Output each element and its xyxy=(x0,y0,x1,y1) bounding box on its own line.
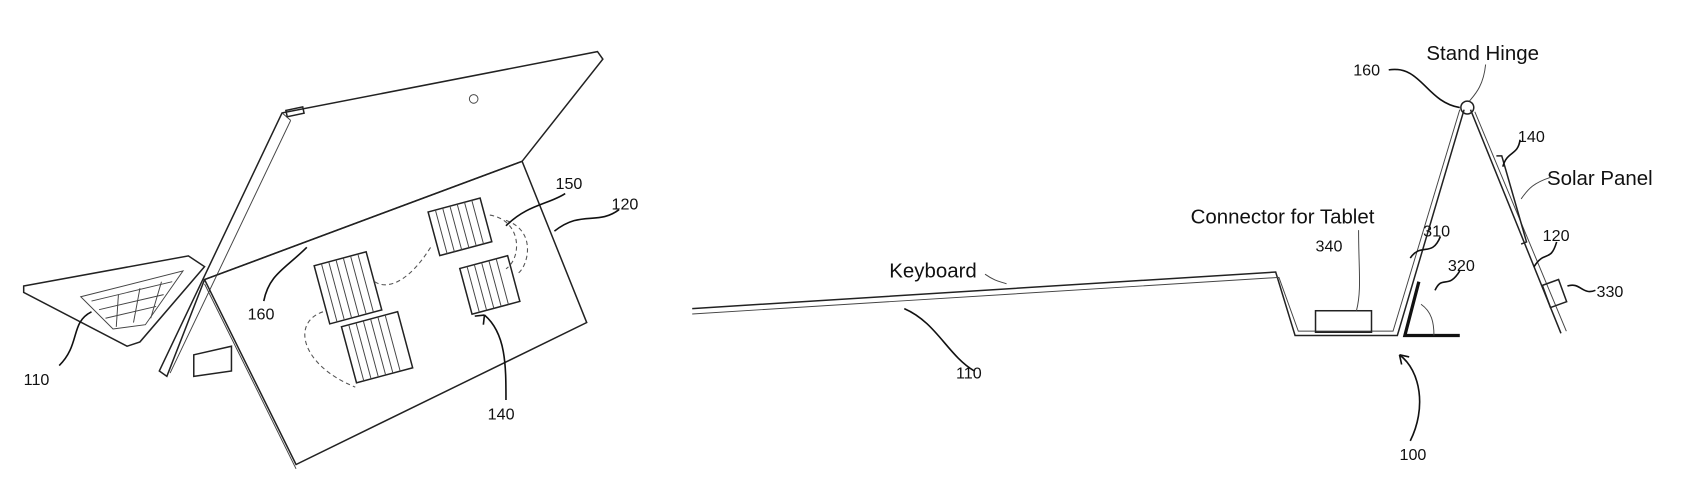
ref-150: 150 xyxy=(555,175,582,193)
ref-320: 320 xyxy=(1448,257,1475,275)
ref-110: 110 xyxy=(24,371,50,389)
kickstand-panel xyxy=(193,160,588,470)
tablet-screen xyxy=(158,50,604,378)
label-keyboard: Keyboard xyxy=(889,259,977,282)
ref-160-side: 160 xyxy=(1353,61,1380,79)
ref-340: 340 xyxy=(1316,238,1343,256)
side-view: Keyboard Connector for Tablet Stand Hing… xyxy=(474,42,1653,464)
ref-140: 140 xyxy=(488,405,515,423)
leader-lines-right xyxy=(474,64,1596,442)
ref-100: 100 xyxy=(1399,446,1426,464)
ref-330: 330 xyxy=(1596,283,1623,301)
ref-120-side: 120 xyxy=(1543,227,1570,245)
angle-bracket xyxy=(1402,281,1460,338)
solar-panel-strip xyxy=(1496,155,1528,245)
side-profile xyxy=(692,100,1568,338)
label-solar-panel: Solar Panel xyxy=(1547,167,1653,190)
box-330 xyxy=(1541,278,1568,309)
connector-box xyxy=(1314,309,1373,333)
label-stand-hinge: Stand Hinge xyxy=(1426,42,1539,65)
solar-cells xyxy=(304,197,529,388)
ref-310: 310 xyxy=(1423,223,1450,241)
leader-lines xyxy=(58,192,620,400)
hinge-circle xyxy=(1460,100,1475,115)
perspective-view: 150 120 160 110 140 xyxy=(22,50,638,470)
ref-110-side: 110 xyxy=(956,364,982,382)
keyboard-drawing xyxy=(22,255,206,348)
ref-140-side: 140 xyxy=(1518,128,1545,146)
label-connector-for-tablet: Connector for Tablet xyxy=(1191,206,1375,229)
ref-160: 160 xyxy=(248,305,275,323)
ref-120: 120 xyxy=(611,196,638,214)
